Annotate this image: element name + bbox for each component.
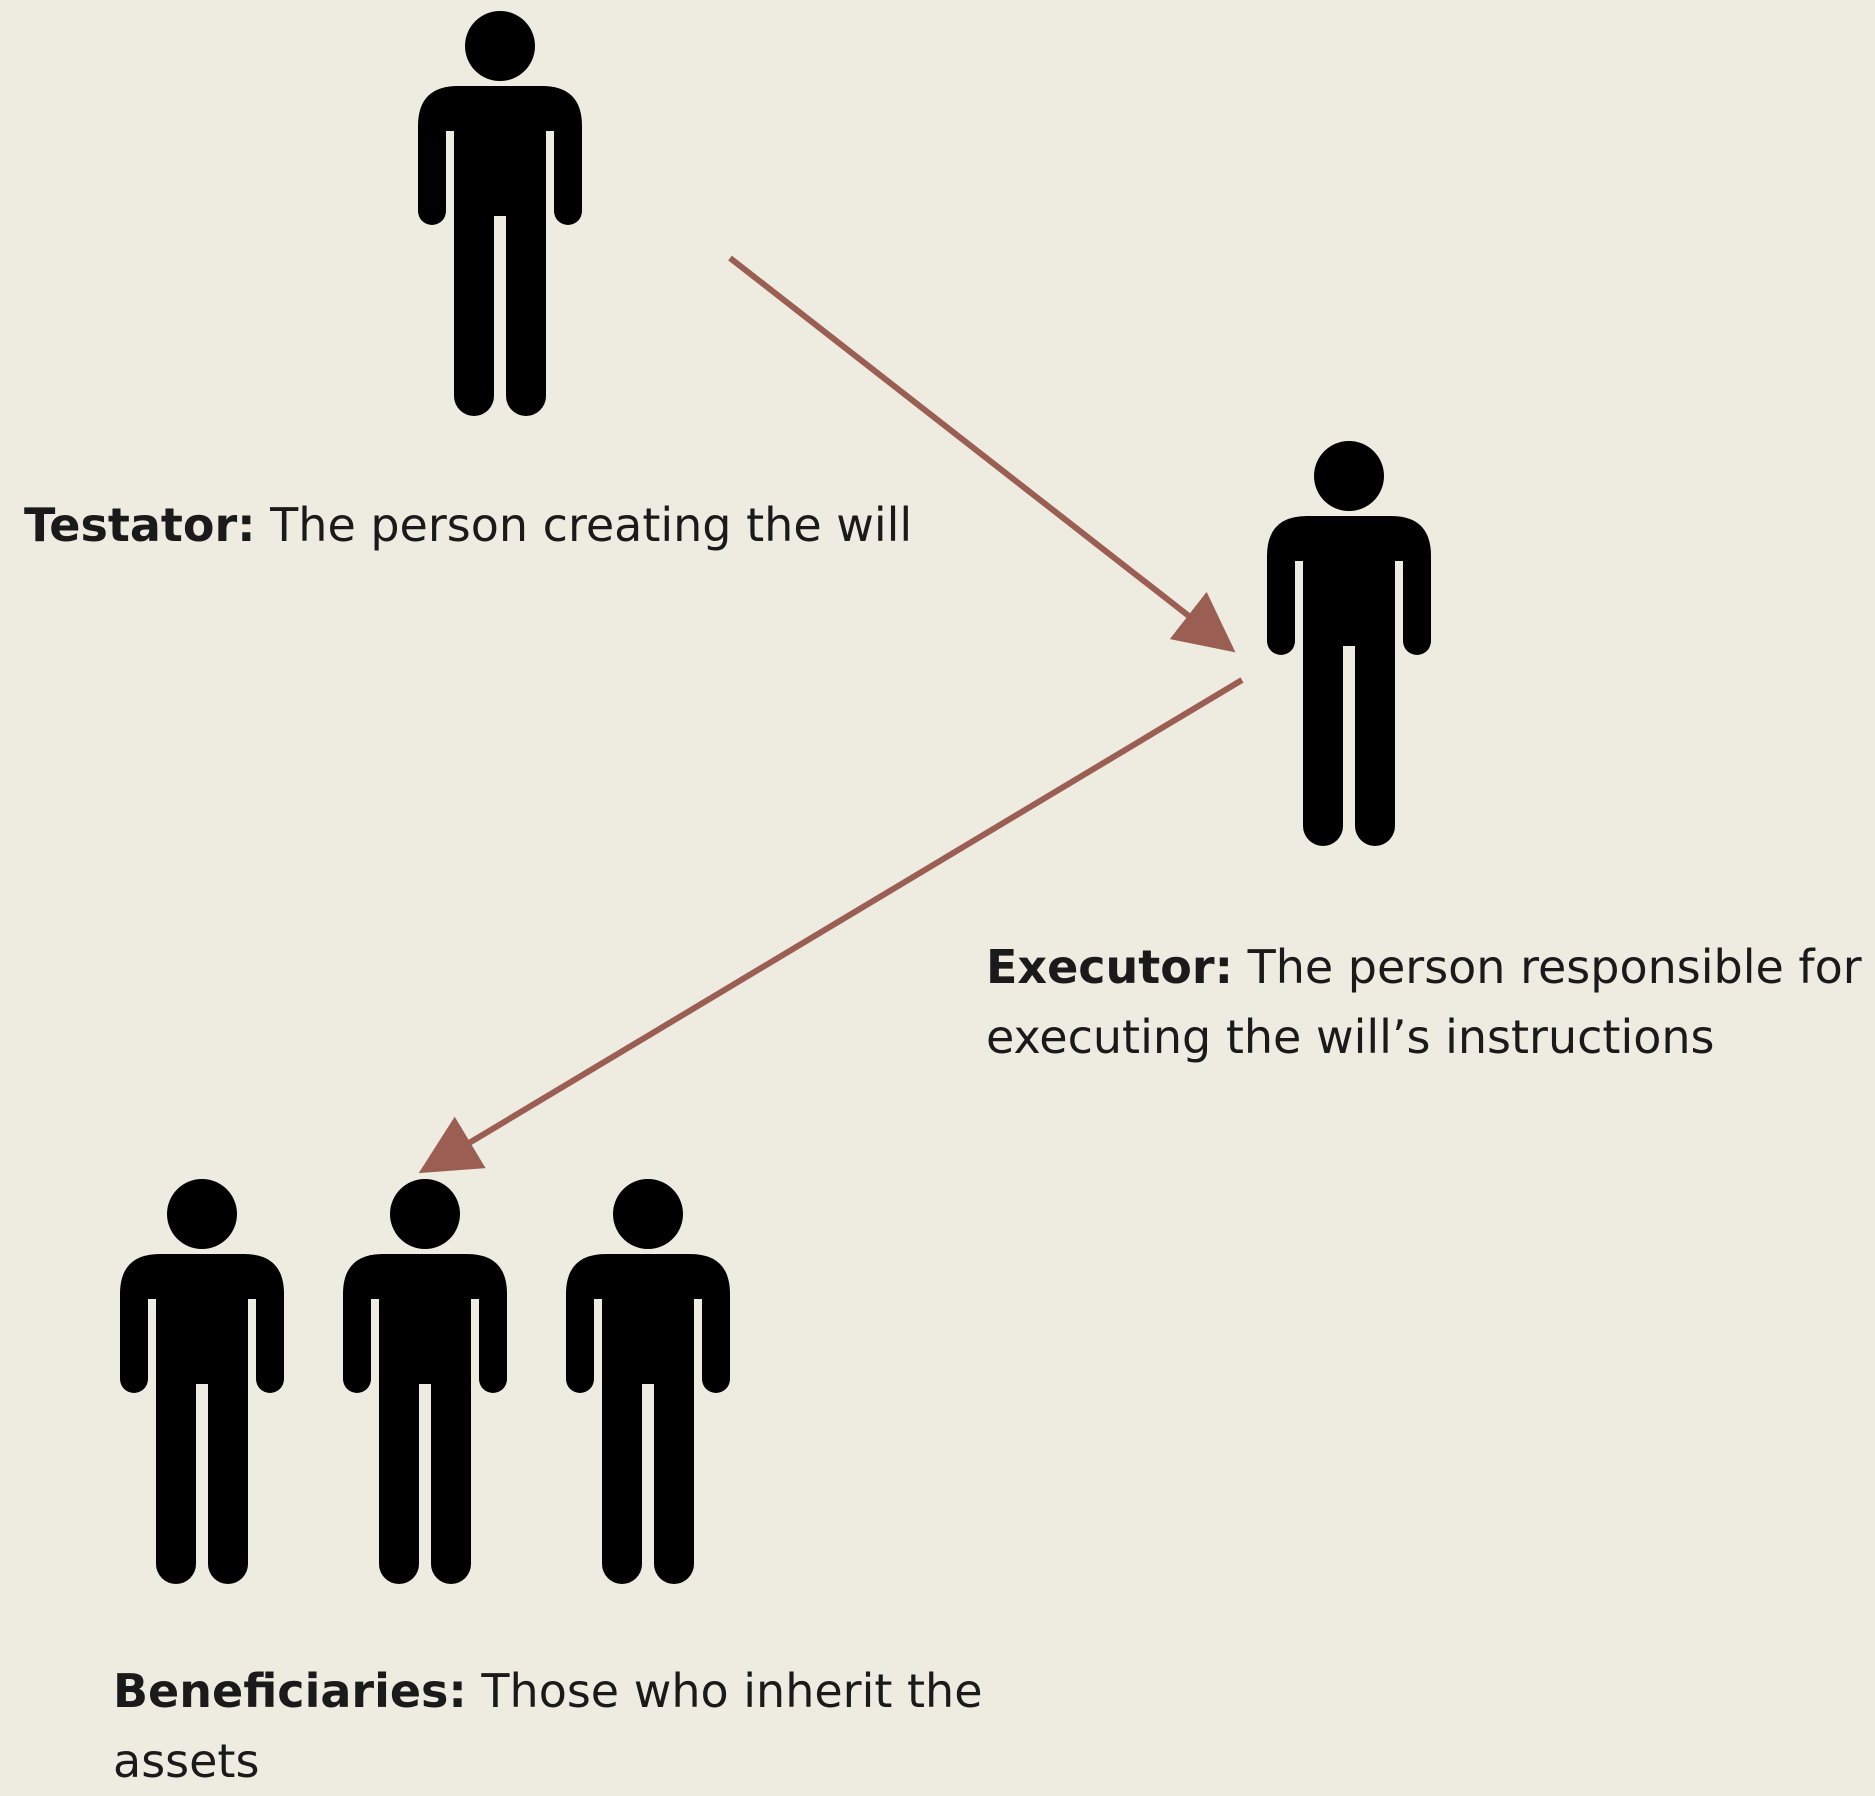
arrow-testator-to-executor [728,255,1236,653]
beneficiaries-description-line-2: assets [113,1734,260,1788]
executor-description-line-2: executing the will’s instructions [986,1010,1715,1064]
executor-caption: Executor: The person responsible for exe… [986,932,1862,1072]
beneficiaries-description-line-1: Those who inherit the [466,1664,983,1718]
beneficiaries-caption: Beneficiaries: Those who inherit the ass… [113,1656,983,1796]
executor-term: Executor: [986,940,1233,994]
arrow-executor-to-beneficiaries [418,677,1244,1174]
beneficiaries-caption-line-1: Beneficiaries: Those who inherit the [113,1656,983,1726]
testator-caption: Testator: The person creating the will [24,490,912,560]
testator-term: Testator: [24,498,256,552]
testator-description: The person creating the will [255,498,913,552]
executor-caption-line-1: Executor: The person responsible for [986,932,1862,1002]
beneficiaries-term: Beneficiaries: [113,1664,467,1718]
executor-description-line-1: The person responsible for [1232,940,1862,994]
